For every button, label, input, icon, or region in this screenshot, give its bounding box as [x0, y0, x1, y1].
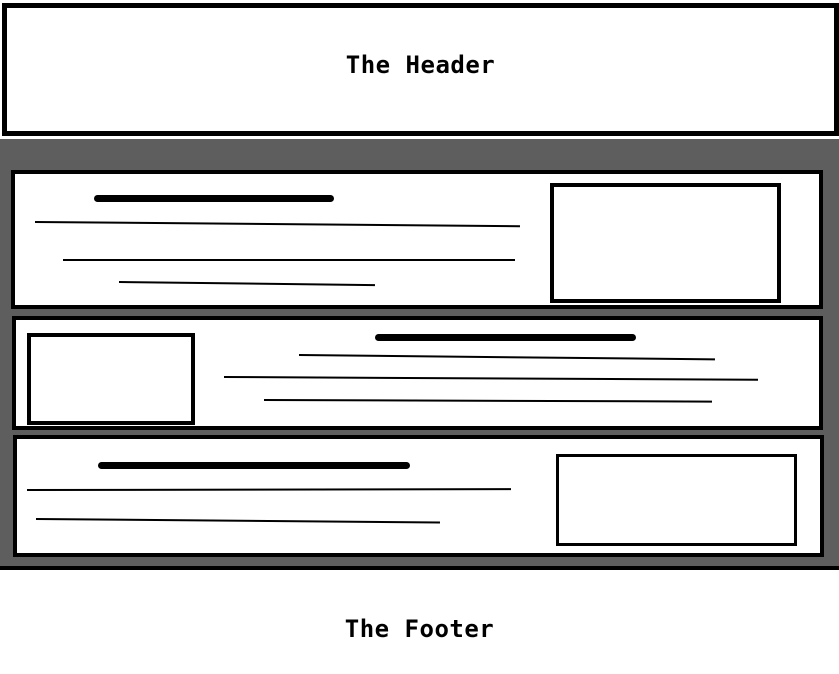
card-2-text-line-1: [298, 354, 715, 361]
card-3-heading-placeholder: [98, 462, 410, 469]
card-1-image-placeholder: [550, 183, 781, 303]
footer-title: The Footer: [344, 615, 495, 643]
card-2-image-placeholder: [27, 333, 195, 425]
header-title: The Header: [345, 50, 496, 79]
card-2-heading-placeholder: [375, 334, 636, 341]
card-1-heading-placeholder: [94, 195, 334, 202]
footer: The Footer: [0, 566, 839, 674]
card-1-text-line-2: [63, 259, 515, 261]
card-1-text-line-3: [118, 281, 375, 287]
card-3-text-line-2: [35, 518, 440, 524]
card-3-text-line-1: [26, 488, 512, 491]
card-1-text-line-1: [34, 221, 520, 228]
content-card-2: [12, 316, 823, 430]
card-3-image-placeholder: [556, 454, 797, 546]
content-card-3: [13, 435, 824, 557]
card-2-text-line-3: [263, 399, 713, 403]
header: The Header: [2, 3, 839, 136]
content-card-1: [11, 170, 823, 309]
card-2-text-line-2: [223, 376, 758, 381]
